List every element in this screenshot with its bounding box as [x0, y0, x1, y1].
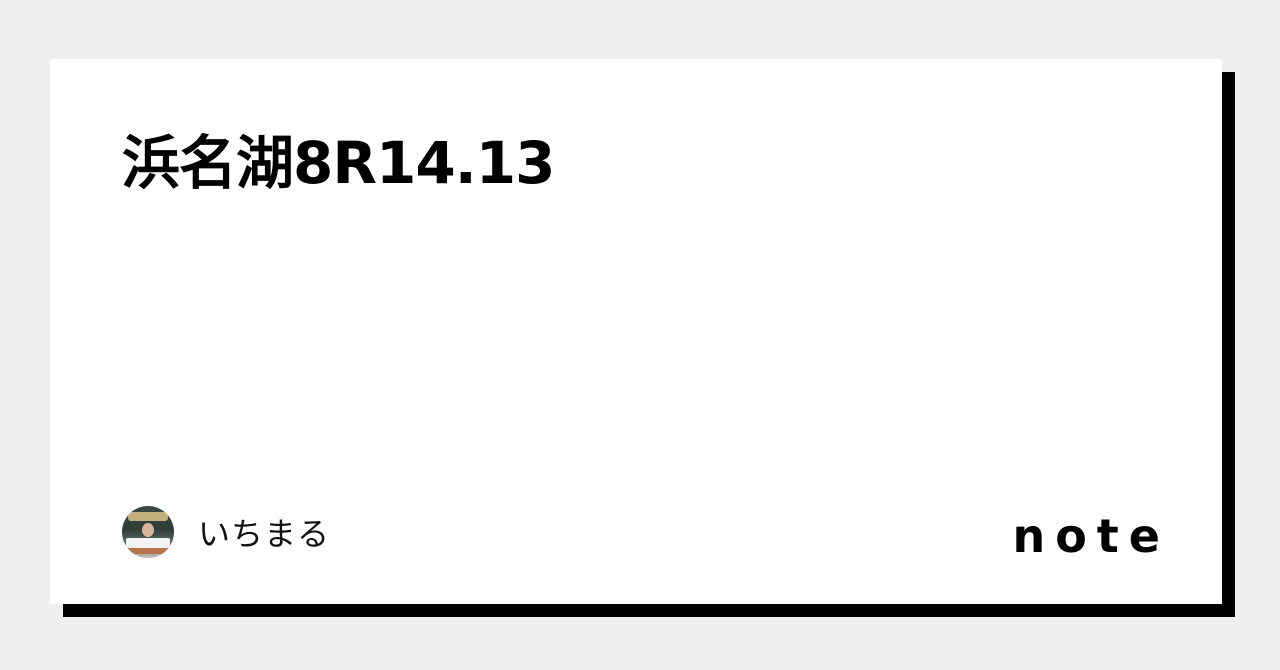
- author-name: いちまる: [198, 515, 331, 553]
- author-info: いちまる: [122, 506, 330, 558]
- author-avatar: [122, 506, 174, 558]
- ogp-card: 浜名湖8R14.13 いちまる note: [50, 59, 1222, 604]
- article-title: 浜名湖8R14.13: [122, 129, 555, 197]
- note-logo: note: [1012, 509, 1170, 563]
